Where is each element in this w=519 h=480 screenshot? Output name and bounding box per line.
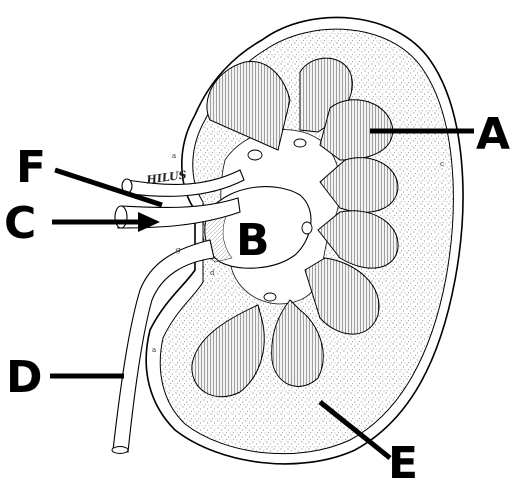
cortex-mark-d: d [210, 269, 215, 277]
ureter-end [112, 447, 128, 454]
label-f: F [16, 142, 46, 193]
minor-calyx [248, 150, 262, 160]
lower-mark-a: a [152, 346, 156, 354]
label-c: C [4, 198, 36, 249]
hilum-mark-a: a [172, 152, 176, 160]
label-e: E [388, 438, 418, 480]
label-b: B [236, 215, 270, 266]
label-d: D [6, 352, 43, 403]
cortex-mark-c: c [440, 160, 444, 168]
minor-calyx [302, 222, 312, 234]
ureter-mark-g: g [176, 246, 181, 254]
minor-calyx [294, 139, 306, 147]
renal-vein-end [115, 206, 127, 228]
minor-calyx [264, 293, 276, 301]
label-a: A [476, 109, 510, 160]
